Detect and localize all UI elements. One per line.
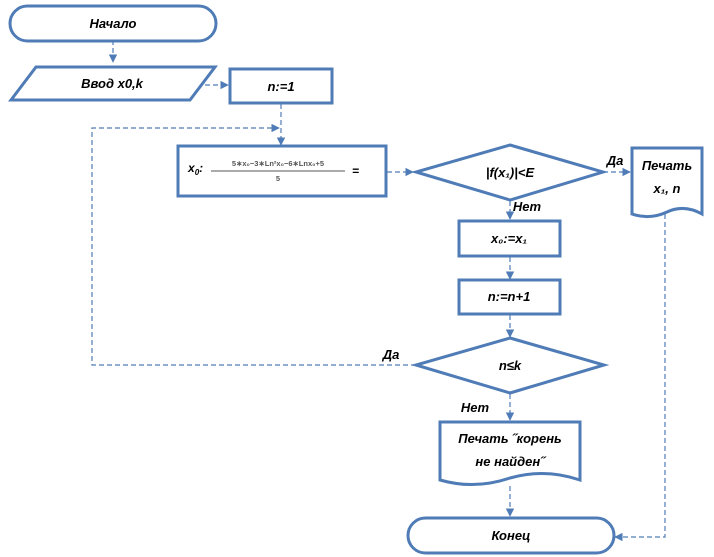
formula-denominator: 5 — [276, 174, 280, 183]
assign-x0-process — [457, 219, 562, 258]
check-accuracy-decision — [410, 143, 609, 202]
connectors — [91, 40, 666, 542]
node-assign-x0: x₀:=x₁ — [457, 219, 562, 258]
input-label: Ввод x0,k — [81, 76, 144, 91]
init-n-label: n:=1 — [267, 79, 294, 94]
check-limit-label: n≤k — [499, 358, 522, 373]
edge-label-limit-yes: Да — [382, 347, 400, 362]
node-print-not-found: Печать ˝корень не найден˝ — [438, 420, 582, 487]
print-not-found-document — [438, 420, 582, 487]
assign-x1-prefix: x0: — [187, 161, 203, 177]
check-limit-decision — [410, 336, 610, 395]
node-check-limit: n≤k — [410, 336, 610, 395]
edge-label-accuracy-yes: Да — [606, 153, 624, 168]
check-accuracy-label: |f(x₁)|<E — [486, 165, 535, 180]
edge-label-accuracy-no: Нет — [513, 199, 542, 214]
formula-equals: = — [352, 164, 359, 178]
node-input: Ввод x0,k — [7, 65, 219, 102]
node-start: Начало — [8, 4, 218, 43]
increment-n-process — [457, 278, 562, 316]
node-print-result: Печать x₁, n — [630, 146, 704, 219]
init-n-process — [228, 67, 334, 105]
node-assign-x1: x0: 5∗x₀−3∗Ln²x₀−6∗Lnx₀+5 5 = — [176, 144, 388, 198]
end-label: Конец — [492, 528, 531, 543]
print-not-found-line2: не найден˝ — [475, 454, 547, 469]
node-end: Конец — [406, 516, 616, 555]
node-init-n: n:=1 — [228, 67, 334, 105]
print-not-found-line1: Печать ˝корень — [458, 431, 562, 446]
print-result-line1: Печать — [642, 158, 692, 173]
edge-label-limit-no: Нет — [461, 400, 490, 415]
formula-numerator: 5∗x₀−3∗Ln²x₀−6∗Lnx₀+5 — [232, 159, 324, 168]
node-check-accuracy: |f(x₁)|<E — [410, 143, 609, 202]
end-terminator — [406, 516, 616, 555]
print-result-line2: x₁, n — [653, 181, 681, 196]
assign-x0-label: x₀:=x₁ — [490, 231, 527, 246]
edge-result-to-end — [614, 214, 666, 542]
node-increment-n: n:=n+1 — [457, 278, 562, 316]
start-label: Начало — [90, 16, 137, 31]
increment-n-label: n:=n+1 — [488, 289, 531, 304]
start-terminator — [8, 4, 218, 43]
print-result-document — [630, 146, 704, 219]
edge-limit-yes-loop — [91, 123, 416, 366]
input-parallelogram — [7, 65, 219, 102]
